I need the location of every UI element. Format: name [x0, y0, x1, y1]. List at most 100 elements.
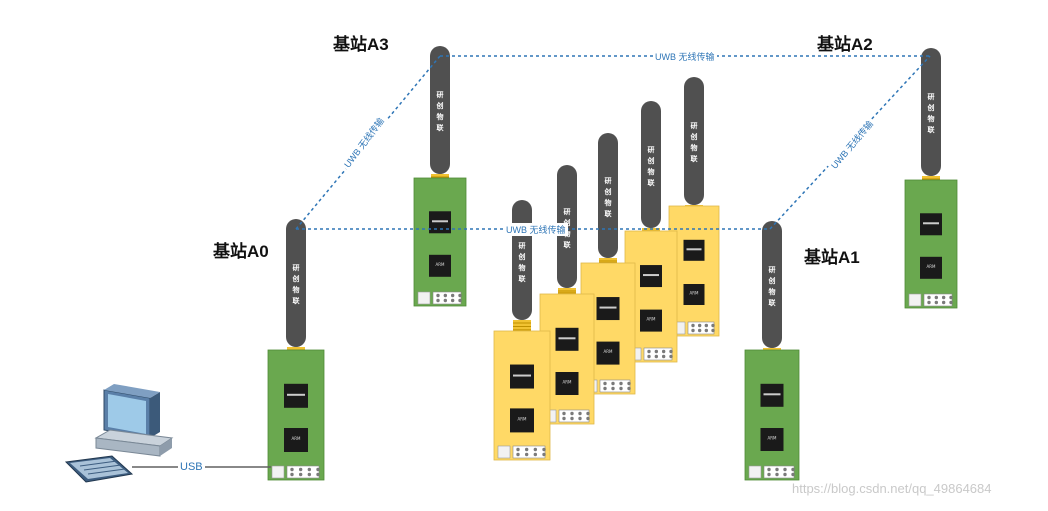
usb-port-icon	[748, 465, 762, 479]
arm-chip-icon	[510, 408, 534, 433]
anchor-label-a0: 基站A0	[213, 242, 269, 261]
pcb-board	[744, 349, 800, 481]
antenna-icon	[684, 77, 704, 205]
connector-icon	[513, 320, 531, 331]
antenna-brand-char: 创	[292, 274, 300, 283]
antenna-brand-char: 创	[647, 156, 655, 165]
antenna-brand-char: 研	[928, 93, 935, 101]
usb-port-icon	[271, 465, 285, 479]
arm-chip-label: ARM	[647, 317, 657, 322]
anchor-label-a3: 基站A3	[333, 35, 389, 54]
antenna-brand-char: 研	[437, 91, 444, 99]
pcb-board	[493, 330, 551, 461]
usb-port-icon	[908, 293, 922, 307]
anchor-label-a1: 基站A1	[804, 248, 860, 267]
antenna-brand-char: 创	[563, 218, 571, 227]
link-a0-a3	[295, 55, 441, 230]
antenna-brand-char: 创	[690, 132, 698, 141]
pin-header-icon	[599, 379, 631, 393]
connector-icon	[287, 347, 305, 350]
antenna-icon	[921, 48, 941, 176]
antenna-brand-char: 物	[648, 167, 655, 176]
pin-header-icon	[643, 347, 673, 361]
arm-chip-label: ARM	[436, 262, 446, 267]
connector-icon	[431, 174, 449, 178]
arm-chip-label: ARM	[604, 349, 614, 354]
usb-port-icon	[417, 291, 431, 305]
arm-chip-label: ARM	[768, 436, 778, 441]
antenna-brand-char: 联	[648, 178, 656, 187]
arm-chip-label: ARM	[292, 436, 302, 441]
link-label-top: UWB 无线传输	[653, 50, 717, 63]
antenna-brand-char: 研	[564, 208, 571, 216]
antenna-icon	[598, 133, 618, 258]
pcb-board	[267, 349, 325, 481]
antenna-brand-char: 研	[648, 146, 655, 154]
antenna-brand-char: 物	[769, 287, 776, 296]
antenna-brand-char: 创	[768, 276, 776, 285]
connector-icon	[763, 348, 781, 350]
antenna-brand-char: 物	[437, 112, 444, 121]
antenna-brand-char: 研	[691, 122, 698, 130]
antenna-brand-char: 创	[436, 101, 444, 110]
connector-icon	[685, 205, 703, 206]
antenna-brand-char: 联	[437, 123, 445, 132]
pcb-board	[413, 177, 467, 307]
antenna-brand-char: 联	[564, 240, 572, 249]
arm-chip-icon	[429, 254, 451, 277]
arm-chip-icon	[640, 309, 662, 332]
antenna-brand-char: 联	[605, 209, 613, 218]
pin-header-icon	[286, 465, 320, 479]
arm-chip-label: ARM	[927, 264, 937, 269]
arm-chip-icon	[284, 428, 308, 452]
pin-header-icon	[923, 293, 953, 307]
arm-chip-icon	[920, 256, 942, 279]
antenna-brand-char: 创	[518, 252, 526, 261]
antenna-brand-char: 联	[769, 298, 777, 307]
antenna-brand-char: 物	[293, 285, 300, 294]
arm-chip-icon	[596, 341, 620, 365]
link-label-middle: UWB 无线传输	[504, 223, 568, 236]
antenna-brand-char: 联	[519, 274, 527, 283]
usb-label: USB	[178, 461, 205, 473]
antenna-brand-char: 研	[605, 177, 612, 185]
antenna-brand-char: 物	[928, 114, 935, 123]
usb-port-icon	[497, 445, 511, 459]
antenna-brand-char: 研	[293, 264, 300, 272]
pin-header-icon	[432, 291, 462, 305]
antenna-icon	[762, 221, 782, 348]
antenna-brand-char: 创	[604, 187, 612, 196]
antenna-brand-char: 联	[928, 125, 936, 134]
antenna-brand-char: 物	[691, 143, 698, 152]
computer-icon	[64, 384, 174, 483]
arm-chip-icon	[555, 372, 579, 395]
antenna-brand-char: 物	[605, 198, 612, 207]
pin-header-icon	[687, 321, 715, 335]
antenna-brand-char: 物	[519, 263, 526, 272]
pcb-board	[904, 179, 958, 309]
pin-header-icon	[763, 465, 795, 479]
antenna-brand-char: 研	[769, 266, 776, 274]
arm-chip-icon	[683, 284, 705, 305]
antenna-brand-char: 联	[293, 296, 301, 305]
antenna-brand-char: 研	[519, 242, 526, 250]
antenna-brand-char: 联	[691, 154, 699, 163]
anchor-label-a2: 基站A2	[817, 35, 873, 54]
antenna-icon	[286, 219, 306, 347]
arm-chip-label: ARM	[690, 291, 700, 296]
arm-chip-label: ARM	[518, 416, 528, 421]
antenna-icon	[641, 101, 661, 228]
connector-icon	[922, 176, 940, 180]
antenna-icon	[430, 46, 450, 174]
pin-header-icon	[558, 409, 590, 423]
watermark: https://blog.csdn.net/qq_49864684	[792, 481, 992, 496]
